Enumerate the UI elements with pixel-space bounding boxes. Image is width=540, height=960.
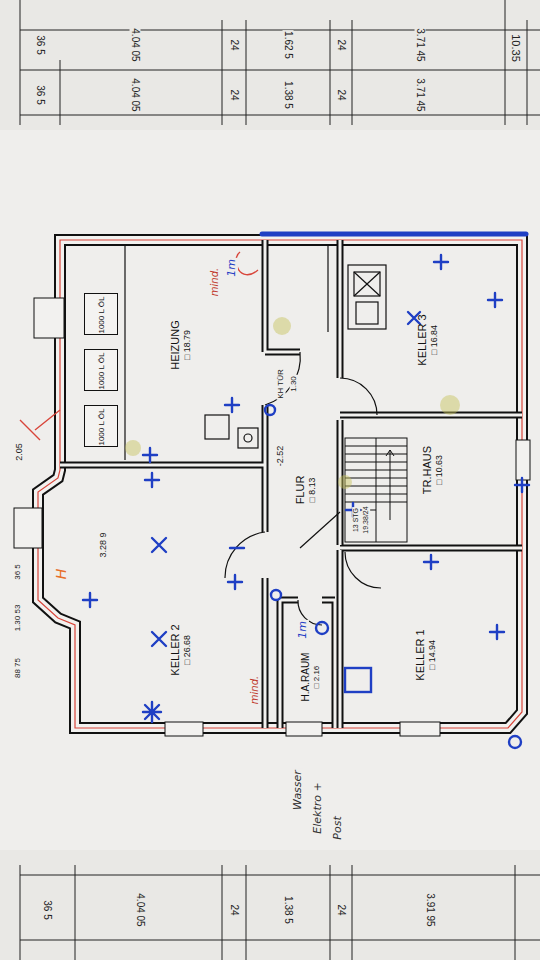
room-area: □ 18.79: [181, 320, 191, 370]
dimension-lines: [20, 0, 540, 960]
dimension-text: 24: [229, 903, 240, 916]
room-name: KELLER 1: [414, 629, 427, 680]
fixtures: [125, 246, 386, 625]
plan-note: KH TÜR: [277, 368, 286, 400]
room-label: FLUR□ 8.13: [294, 476, 317, 505]
handwritten-note: mind.: [249, 675, 260, 705]
room-label: 1000 L ÖL: [97, 408, 106, 446]
handwritten-note: 1m: [297, 620, 309, 640]
handwritten-note: 1m: [226, 258, 238, 278]
room-label: KELLER 3□ 16.84: [416, 314, 439, 365]
dimension-text: 36 5: [35, 84, 46, 105]
room-name: HEIZUNG: [169, 320, 182, 370]
marker-marks: [83, 234, 529, 748]
room-area: □ 14.94: [426, 629, 436, 680]
room-label: TR.HAUS□ 10.63: [421, 446, 444, 494]
room-area: □ 2.16: [311, 653, 320, 702]
oil-tank: 1000 L ÖL: [84, 405, 118, 447]
dimension-text: 4.04 05: [130, 27, 141, 62]
pencil-marks: [20, 252, 258, 440]
room-name: KELLER 3: [416, 314, 429, 365]
plan-note: 19.38/24: [362, 505, 370, 534]
dimension-text: 24: [336, 903, 347, 916]
room-area: □ 8.13: [306, 476, 316, 505]
handwritten-note: Wasser: [292, 769, 304, 811]
room-label: 1000 L ÖL: [97, 296, 106, 334]
stairs: [345, 438, 407, 542]
sheet: [0, 130, 540, 850]
handwritten-note: mind.: [209, 267, 220, 297]
dimension-text: 3.71 45: [415, 77, 426, 112]
plan-note: 36 5: [14, 563, 23, 581]
handwritten-note: Post: [332, 815, 344, 840]
plan-note: 1.30 53: [14, 604, 23, 633]
handwritten-note: H: [54, 568, 69, 581]
room-area: □ 16.84: [428, 314, 438, 365]
dimension-text: 4.04 05: [135, 892, 146, 927]
plan-note: 3.28 9: [99, 531, 109, 558]
stains: [125, 317, 460, 489]
room: KELLER 1□ 14.94: [345, 553, 515, 725]
dimension-text: 36 5: [35, 34, 46, 55]
plan-note: 1.30: [290, 375, 299, 393]
room-area: □ 26.68: [181, 624, 191, 675]
dimension-text: 24: [336, 38, 347, 51]
room-name: 1000 L ÖL: [97, 408, 106, 446]
room-label: KELLER 2□ 26.68: [169, 624, 192, 675]
handwritten-note: Elektro +: [312, 781, 324, 834]
dimension-text: 36 5: [42, 899, 53, 920]
room-name: FLUR: [294, 476, 307, 505]
plan-note: -2.52: [276, 445, 286, 468]
room: TR.HAUS□ 10.63: [410, 420, 515, 545]
walls: [38, 240, 522, 728]
room-label: KELLER 1□ 14.94: [414, 629, 437, 680]
dimension-text: 1.38 5: [283, 895, 294, 925]
dimension-text: 3.91 95: [425, 892, 436, 927]
room-name: 1000 L ÖL: [97, 296, 106, 334]
dimension-text: 1.38 5: [283, 80, 294, 110]
plan-note: 13 STG: [352, 507, 360, 533]
windows: [14, 298, 530, 736]
room-label: H.A.RAUM□ 2.16: [300, 653, 321, 702]
room: FLUR□ 8.13: [268, 420, 338, 545]
oil-tank: 1000 L ÖL: [84, 349, 118, 391]
dimension-text: 24: [336, 88, 347, 101]
room-name: H.A.RAUM: [300, 653, 312, 702]
dimension-text: 3.71 45: [415, 27, 426, 62]
room-label: HEIZUNG□ 18.79: [169, 320, 192, 370]
room-name: 1000 L ÖL: [97, 352, 106, 390]
room: KELLER 3□ 16.84: [345, 245, 515, 413]
plan-note: 2.05: [15, 442, 25, 462]
room: KELLER 2□ 26.68: [78, 470, 262, 725]
dimension-text: 1.62 5: [283, 30, 294, 60]
plan-note: 88 75: [14, 657, 23, 679]
room-name: TR.HAUS: [421, 446, 434, 494]
room-label: 1000 L ÖL: [97, 352, 106, 390]
dimension-text: 4.04 05: [130, 77, 141, 112]
dimension-text: 24: [229, 88, 240, 101]
room-name: KELLER 2: [169, 624, 182, 675]
dimension-text: 10.35: [510, 33, 522, 63]
room-area: □ 10.63: [433, 446, 443, 494]
dimension-text: 24: [229, 38, 240, 51]
oil-tank: 1000 L ÖL: [84, 293, 118, 335]
